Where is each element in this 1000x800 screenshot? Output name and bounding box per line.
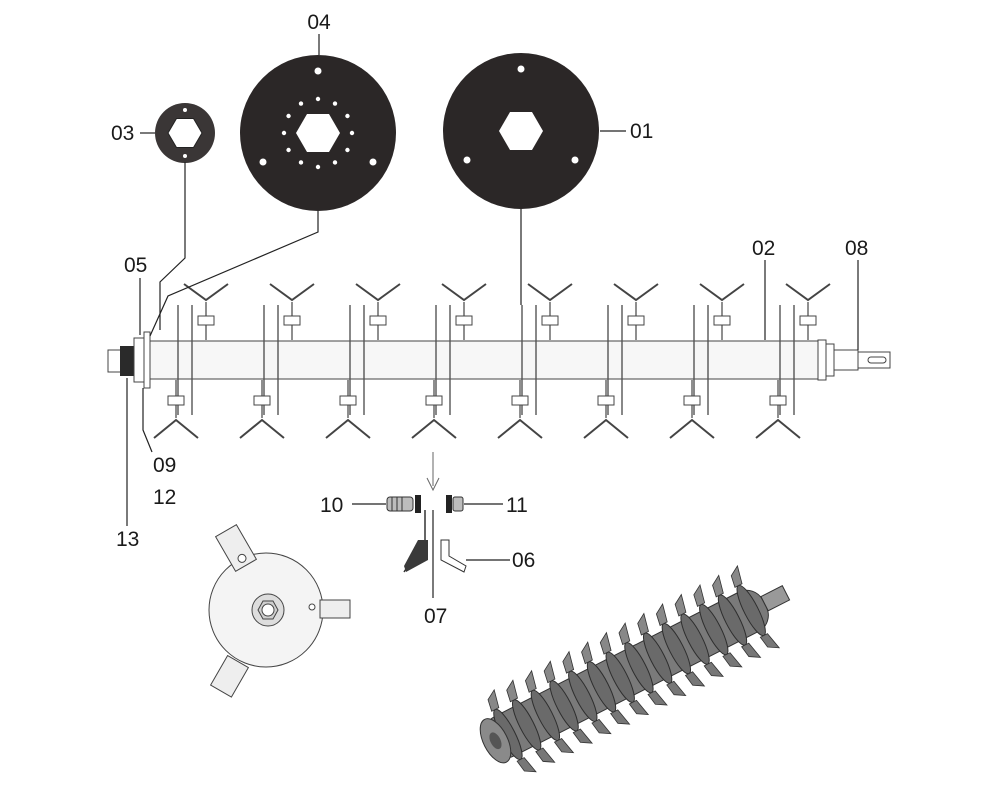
bolt-hole [345, 113, 350, 119]
bearing-13 [120, 346, 134, 376]
bolt-hole [281, 130, 287, 136]
part-01-disc-plate [443, 53, 599, 209]
bolt-hole [286, 113, 291, 119]
callout-12: 12 [153, 486, 176, 509]
blade-set [411, 283, 487, 439]
left-stub-shaft [107, 349, 123, 373]
callout-08: 08 [845, 237, 868, 260]
right-shaft-08 [833, 349, 859, 371]
blade-set [755, 283, 831, 439]
bolt-hole [315, 96, 321, 102]
blade-set [669, 283, 745, 439]
blade-07 [403, 510, 428, 573]
blade-set [153, 283, 229, 439]
blade-set [325, 283, 401, 439]
bolt-hole [332, 160, 338, 165]
callout-04: 04 [307, 11, 331, 34]
bolt-hole [345, 147, 350, 153]
callout-01: 01 [630, 120, 653, 143]
bolt-hole [298, 160, 304, 165]
part-04-disc-plate [240, 55, 396, 211]
callout-07: 07 [424, 605, 447, 628]
callout-11: 11 [506, 494, 528, 517]
callout-06: 06 [512, 549, 535, 572]
callout-05: 05 [124, 254, 147, 277]
end-flange [133, 337, 145, 383]
bolt-hole [349, 130, 355, 136]
bolt-hole [315, 164, 321, 170]
blade-06 [440, 539, 467, 573]
callout-03: 03 [111, 122, 134, 145]
blade-set [239, 283, 315, 439]
blade-set [497, 283, 573, 439]
callout-10: 10 [320, 494, 343, 517]
roller-3d-illustration [479, 564, 791, 773]
roller-shaft-assembly [107, 283, 891, 439]
blade-set [583, 283, 659, 439]
part-03-hex-washer [155, 103, 215, 163]
main-tube [149, 340, 819, 380]
callout-02: 02 [752, 237, 775, 260]
callout-labels: 04 01 03 05 02 08 09 12 13 10 11 06 07 [111, 11, 868, 628]
callout-13: 13 [116, 528, 139, 551]
rotor-end-view [208, 523, 351, 698]
bolt-hole [286, 147, 291, 153]
bolt-hole [332, 101, 338, 106]
nut-11 [446, 495, 464, 513]
bolt-hole [298, 101, 304, 106]
down-arrow-icon [426, 452, 440, 492]
blade-hardware-detail [386, 452, 467, 598]
bolt-10 [386, 495, 421, 513]
callout-09: 09 [153, 454, 176, 477]
leader-lines [126, 34, 859, 561]
